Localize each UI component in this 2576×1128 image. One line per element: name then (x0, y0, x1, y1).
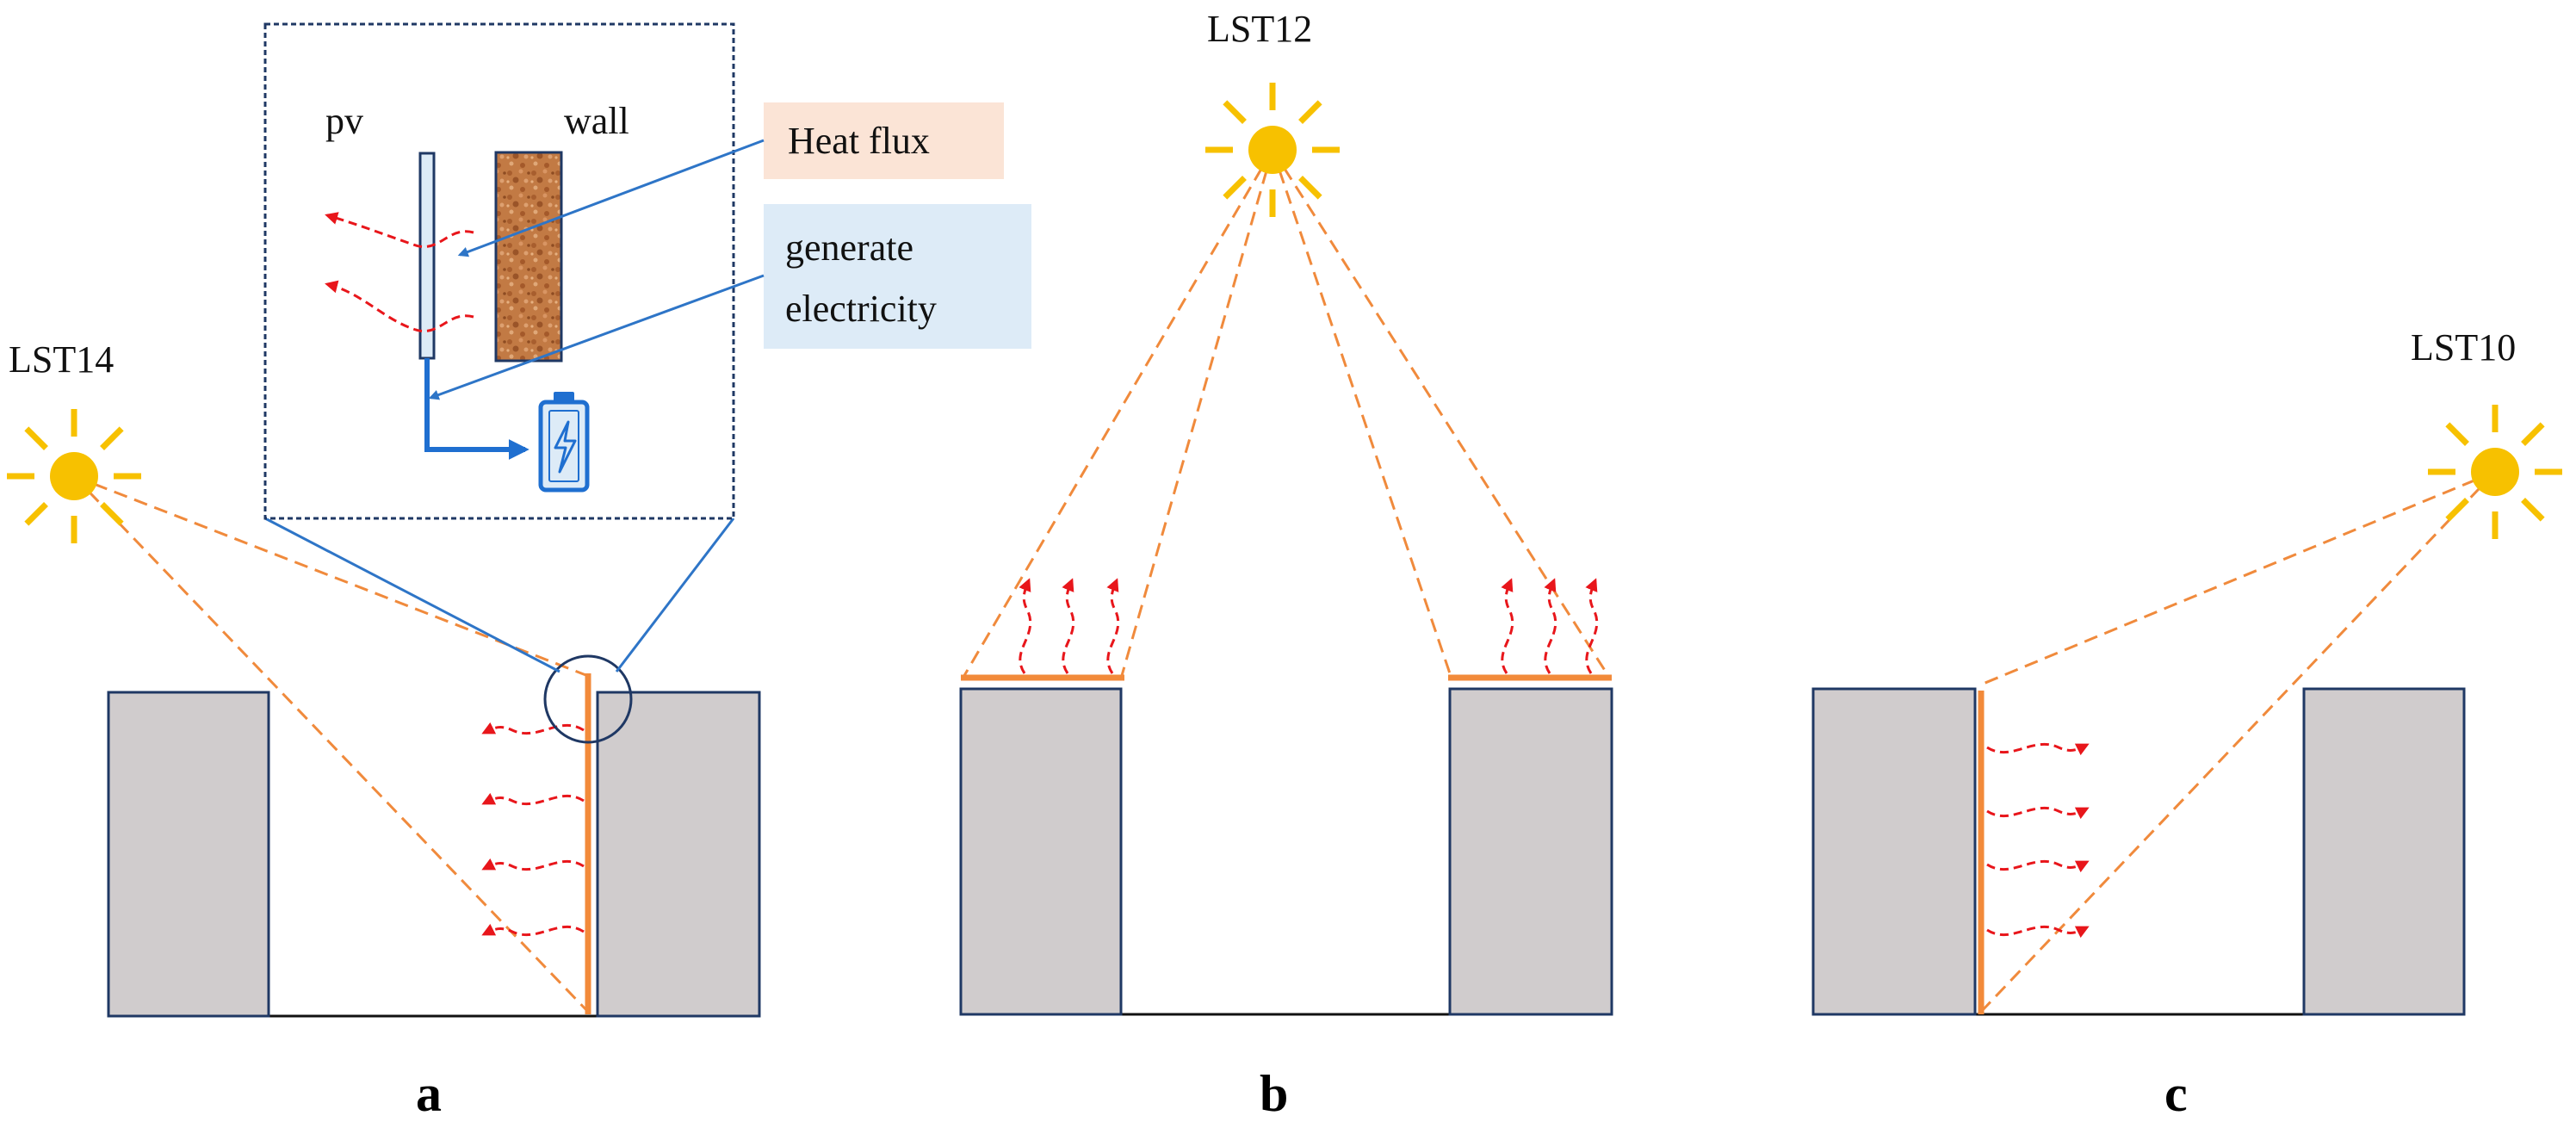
heat-flux-leader (457, 139, 765, 257)
sun-beam (1271, 149, 1453, 679)
sun-beam (1119, 149, 1274, 679)
heat-flux-arrow (1501, 578, 1514, 674)
heat-flux-arrow (1585, 578, 1599, 674)
heat-flux-arrow (1986, 806, 2090, 820)
heat-flux-arrow (1062, 578, 1075, 674)
heat-flux-arrow (481, 792, 585, 806)
panel-letter: c (2164, 1065, 2188, 1122)
time-label: LST12 (1207, 8, 1312, 50)
heat-flux-arrow (325, 212, 474, 248)
zoom-connector (264, 517, 560, 673)
panel-a: pv wall Heat flux generate electricity L… (7, 22, 1031, 1122)
sun-ray (1298, 100, 1322, 124)
panel-c: LST10 c (1811, 326, 2562, 1122)
sun-ray (100, 502, 124, 526)
inset-wall (494, 151, 563, 363)
heat-flux-arrow (1986, 859, 2090, 873)
heat-flux-arrow (481, 722, 585, 735)
sun-beam (72, 474, 590, 1013)
heat-flux-arrow (1986, 742, 2090, 756)
generate-leader (428, 274, 765, 400)
zoom-connector (615, 518, 735, 672)
heat-flux-arrow (481, 923, 585, 937)
zoom-circle (543, 654, 633, 744)
panel-b: LST12 b (959, 8, 1613, 1122)
inset-pv-label: pv (325, 100, 363, 142)
heat-flux-arrow (1986, 925, 2090, 939)
sun-beam (1979, 470, 2497, 1013)
generate-label: generate (785, 226, 913, 269)
sun-icon (7, 409, 141, 543)
sun-ray (2445, 498, 2469, 522)
panel-letter: a (416, 1065, 442, 1122)
sun-ray (2521, 422, 2545, 446)
heat-flux-label: Heat flux (788, 120, 930, 162)
sun-ray (2445, 422, 2469, 446)
heat-flux-box (764, 102, 1004, 179)
building-right (1448, 687, 1613, 1016)
building-left (1811, 687, 1977, 1016)
sun-beam (961, 149, 1274, 679)
sun-ray (2521, 498, 2545, 522)
sun-ray (100, 426, 124, 450)
sun-beam (1271, 149, 1612, 679)
sun-ray (24, 426, 48, 450)
heat-flux-arrow (1544, 578, 1557, 674)
panel-letter: b (1260, 1065, 1288, 1122)
sun-beam (1980, 470, 2496, 686)
time-label: LST14 (9, 338, 114, 381)
generate-electricity-box (764, 204, 1031, 349)
inset-wall-label: wall (564, 100, 629, 142)
building-left (959, 687, 1123, 1016)
heat-flux-arrow (1106, 578, 1120, 674)
sun-icon (1205, 83, 1340, 217)
building-right (596, 691, 761, 1018)
sun-ray (1223, 176, 1247, 200)
sun-icon (2428, 405, 2562, 539)
heat-flux-arrow (1019, 578, 1032, 674)
time-label: LST10 (2411, 326, 2516, 369)
building-right (2302, 687, 2466, 1016)
sun-disc (1248, 126, 1297, 174)
battery-icon (538, 392, 590, 493)
inset-pv-panel (418, 152, 436, 360)
sun-disc (50, 452, 98, 500)
building-left (107, 691, 270, 1018)
electric-line (424, 358, 529, 460)
electricity-label: electricity (785, 288, 937, 330)
sun-ray (1298, 176, 1322, 200)
heat-flux-arrow (481, 858, 585, 871)
sun-ray (1223, 100, 1247, 124)
heat-flux-arrow (325, 280, 474, 332)
sun-ray (24, 502, 48, 526)
sun-disc (2471, 448, 2519, 496)
